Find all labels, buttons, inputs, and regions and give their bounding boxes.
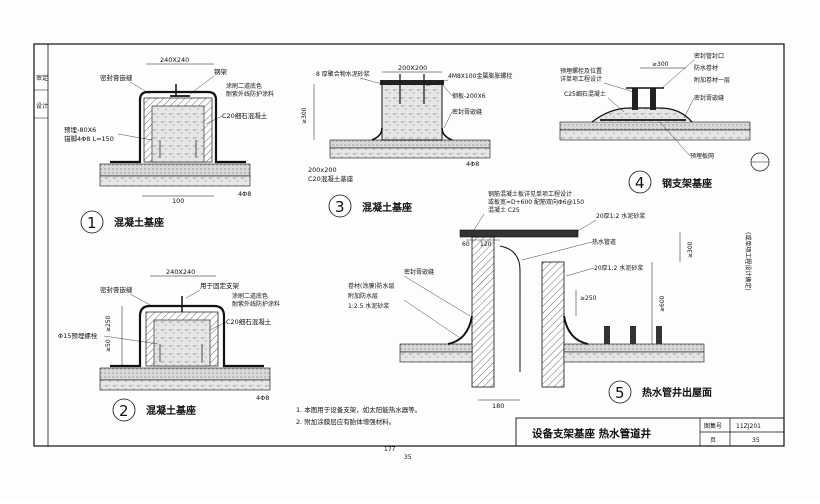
note-1: 1. 本图用于设备支架，如太阳能热水器等。: [296, 405, 421, 414]
d1-caption: 混凝土基座: [114, 216, 164, 229]
d5-h250: ≥250: [580, 295, 597, 302]
d5-add-layer: 附加防水层: [348, 292, 378, 300]
d1-sealant: 密封膏嵌缝: [100, 73, 133, 82]
d5-d180: 180: [492, 402, 504, 410]
d5-slab3: 混凝土 C25: [488, 206, 520, 214]
d3-dim-bottom: 200x200: [308, 166, 337, 174]
page-no: 35: [752, 437, 760, 444]
d5-slab1: 钢筋混凝土板详见单项工程设计: [488, 190, 572, 198]
notes: 1. 本图用于设备支架，如太阳能热水器等。 2. 附加涂膜层应有胎体增强材料。: [296, 405, 421, 426]
sidebar: 审定 设计: [34, 74, 48, 119]
d4-sealant: 密封膏嵌缝: [694, 94, 724, 102]
detail-5: 180 60 120 钢筋混凝土板详见单项工程设计 或板宽=D+600 配筋双向…: [348, 190, 752, 410]
d1-concrete: C20细石混凝土: [222, 111, 268, 120]
d4-plate: 预埋板网: [690, 152, 714, 160]
detail-3: 200X200 8 厚聚合物水泥砂浆 4M8X100金属膨胀螺栓 钢板-200X…: [301, 64, 512, 218]
d5-d60: 60: [462, 241, 470, 248]
d3-sealant: 密封膏嵌缝: [452, 108, 482, 116]
d5-mortar-top: 20厚1:2 水泥砂浆: [596, 212, 645, 220]
d1-paint: 涂刷二道底色: [226, 82, 262, 90]
d2-dim-top: 240X240: [166, 268, 195, 276]
d1-paint2: 耐紫外线防护涂料: [226, 90, 274, 98]
atlas-no: 11ZJ201: [736, 423, 761, 430]
d5-d120: 120: [480, 241, 492, 248]
d4-caption: 钢支架基座: [662, 177, 712, 190]
footer-page-b: 35: [404, 454, 412, 461]
d5-side-note: (或单项工程设计确定): [744, 232, 752, 291]
d5-mortar-low: 1:2.5 水泥砂浆: [348, 302, 389, 310]
d4-bolt: 预埋螺栓及位置: [560, 67, 602, 75]
d3-base: C20混凝土基座: [308, 174, 354, 183]
d4-cap: 密封管封口: [694, 52, 724, 60]
d3-bolt: 4M8X100金属膨胀螺栓: [448, 72, 512, 80]
sidebar-label-1: 审定: [36, 74, 48, 82]
d4-concrete: C25细石混凝土: [564, 90, 606, 98]
d4-h: ≥300: [652, 61, 669, 68]
detail-1: 240X240 钢架 密封膏嵌缝 涂刷二道底色 耐紫外线防护涂料 C20细石混凝…: [64, 56, 274, 234]
drawing-frame: [33, 43, 785, 447]
d2-caption: 混凝土基座: [146, 404, 196, 417]
d3-plate-thk: 8 厚聚合物水泥砂浆: [316, 70, 370, 78]
d2-h1: ≥250: [105, 315, 112, 332]
d5-h300: ≥300: [687, 241, 694, 258]
d2-rebar: 4Φ8: [256, 394, 269, 402]
footer-page-a: 177: [384, 446, 396, 453]
d3-rebar: 4Φ8: [466, 160, 479, 168]
d1-steel: 钢架: [214, 68, 228, 76]
detail-2: 240X240 密封膏嵌缝 用于固定支架 涂刷二道底色 耐紫外线防护涂料 C20…: [58, 268, 280, 422]
d2-concrete: C20细石混凝土: [226, 317, 272, 326]
d2-h2: ≥50: [105, 339, 112, 352]
d5-slab2: 或板宽=D+600 配筋双向Φ6@150: [488, 198, 584, 206]
d2-paint2: 耐紫外线防护涂料: [232, 300, 280, 308]
d3-number: 3: [335, 198, 345, 216]
d5-sealant: 密封膏嵌缝: [404, 268, 434, 276]
d2-bolt: Φ15预埋螺栓: [58, 331, 98, 340]
d3-h: ≥300: [301, 107, 308, 124]
d5-pipe: 热水管道: [592, 238, 616, 246]
atlas-label: 图集号: [704, 422, 722, 430]
d3-caption: 混凝土基座: [362, 201, 412, 214]
title-block: 设备支架基座 热水管道井 图集号 11ZJ201 页 35: [515, 417, 785, 447]
d4-design: 详单项工程设计: [560, 75, 602, 83]
d1-dim-top: 240X240: [160, 56, 189, 64]
d1-dim-bottom: 100: [172, 197, 184, 205]
d1-bolt: 预埋-80X6: [64, 125, 96, 134]
d5-h600: ≥600: [659, 295, 666, 312]
d3-dim-top: 200X200: [398, 64, 427, 72]
d3-plate: 钢板-200X6: [452, 92, 486, 100]
d5-caption: 热水管井出屋面: [642, 386, 712, 399]
d1-number: 1: [87, 214, 97, 232]
title-block-title: 设备支架基座 热水管道井: [532, 427, 652, 440]
d1-rebar: 4Φ8: [238, 190, 251, 198]
sidebar-label-2: 设计: [36, 102, 48, 110]
d2-support: 用于固定支架: [200, 281, 240, 290]
d5-number: 5: [615, 384, 625, 402]
d5-mortar-mid: 20厚1:2 水泥砂浆: [594, 264, 643, 272]
d5-membrane: 卷材(涂膜)防水层: [348, 282, 395, 290]
page-label: 页: [710, 437, 716, 444]
detail-4: 预埋螺栓及位置 详单项工程设计 C25细石混凝土 ≥300 密封管封口 防水卷材…: [559, 52, 770, 194]
d4-number: 4: [635, 174, 645, 192]
d4-add: 附加卷材一层: [694, 76, 730, 84]
d4-wp: 防水卷材: [694, 64, 718, 72]
d1-anchor: 锚脚4Φ8 L=150: [64, 134, 114, 143]
d2-sealant: 密封膏嵌缝: [100, 285, 133, 294]
d2-paint: 涂刷二道底色: [232, 292, 268, 300]
d2-number: 2: [119, 402, 129, 420]
note-2: 2. 附加涂膜层应有胎体增强材料。: [296, 417, 395, 426]
